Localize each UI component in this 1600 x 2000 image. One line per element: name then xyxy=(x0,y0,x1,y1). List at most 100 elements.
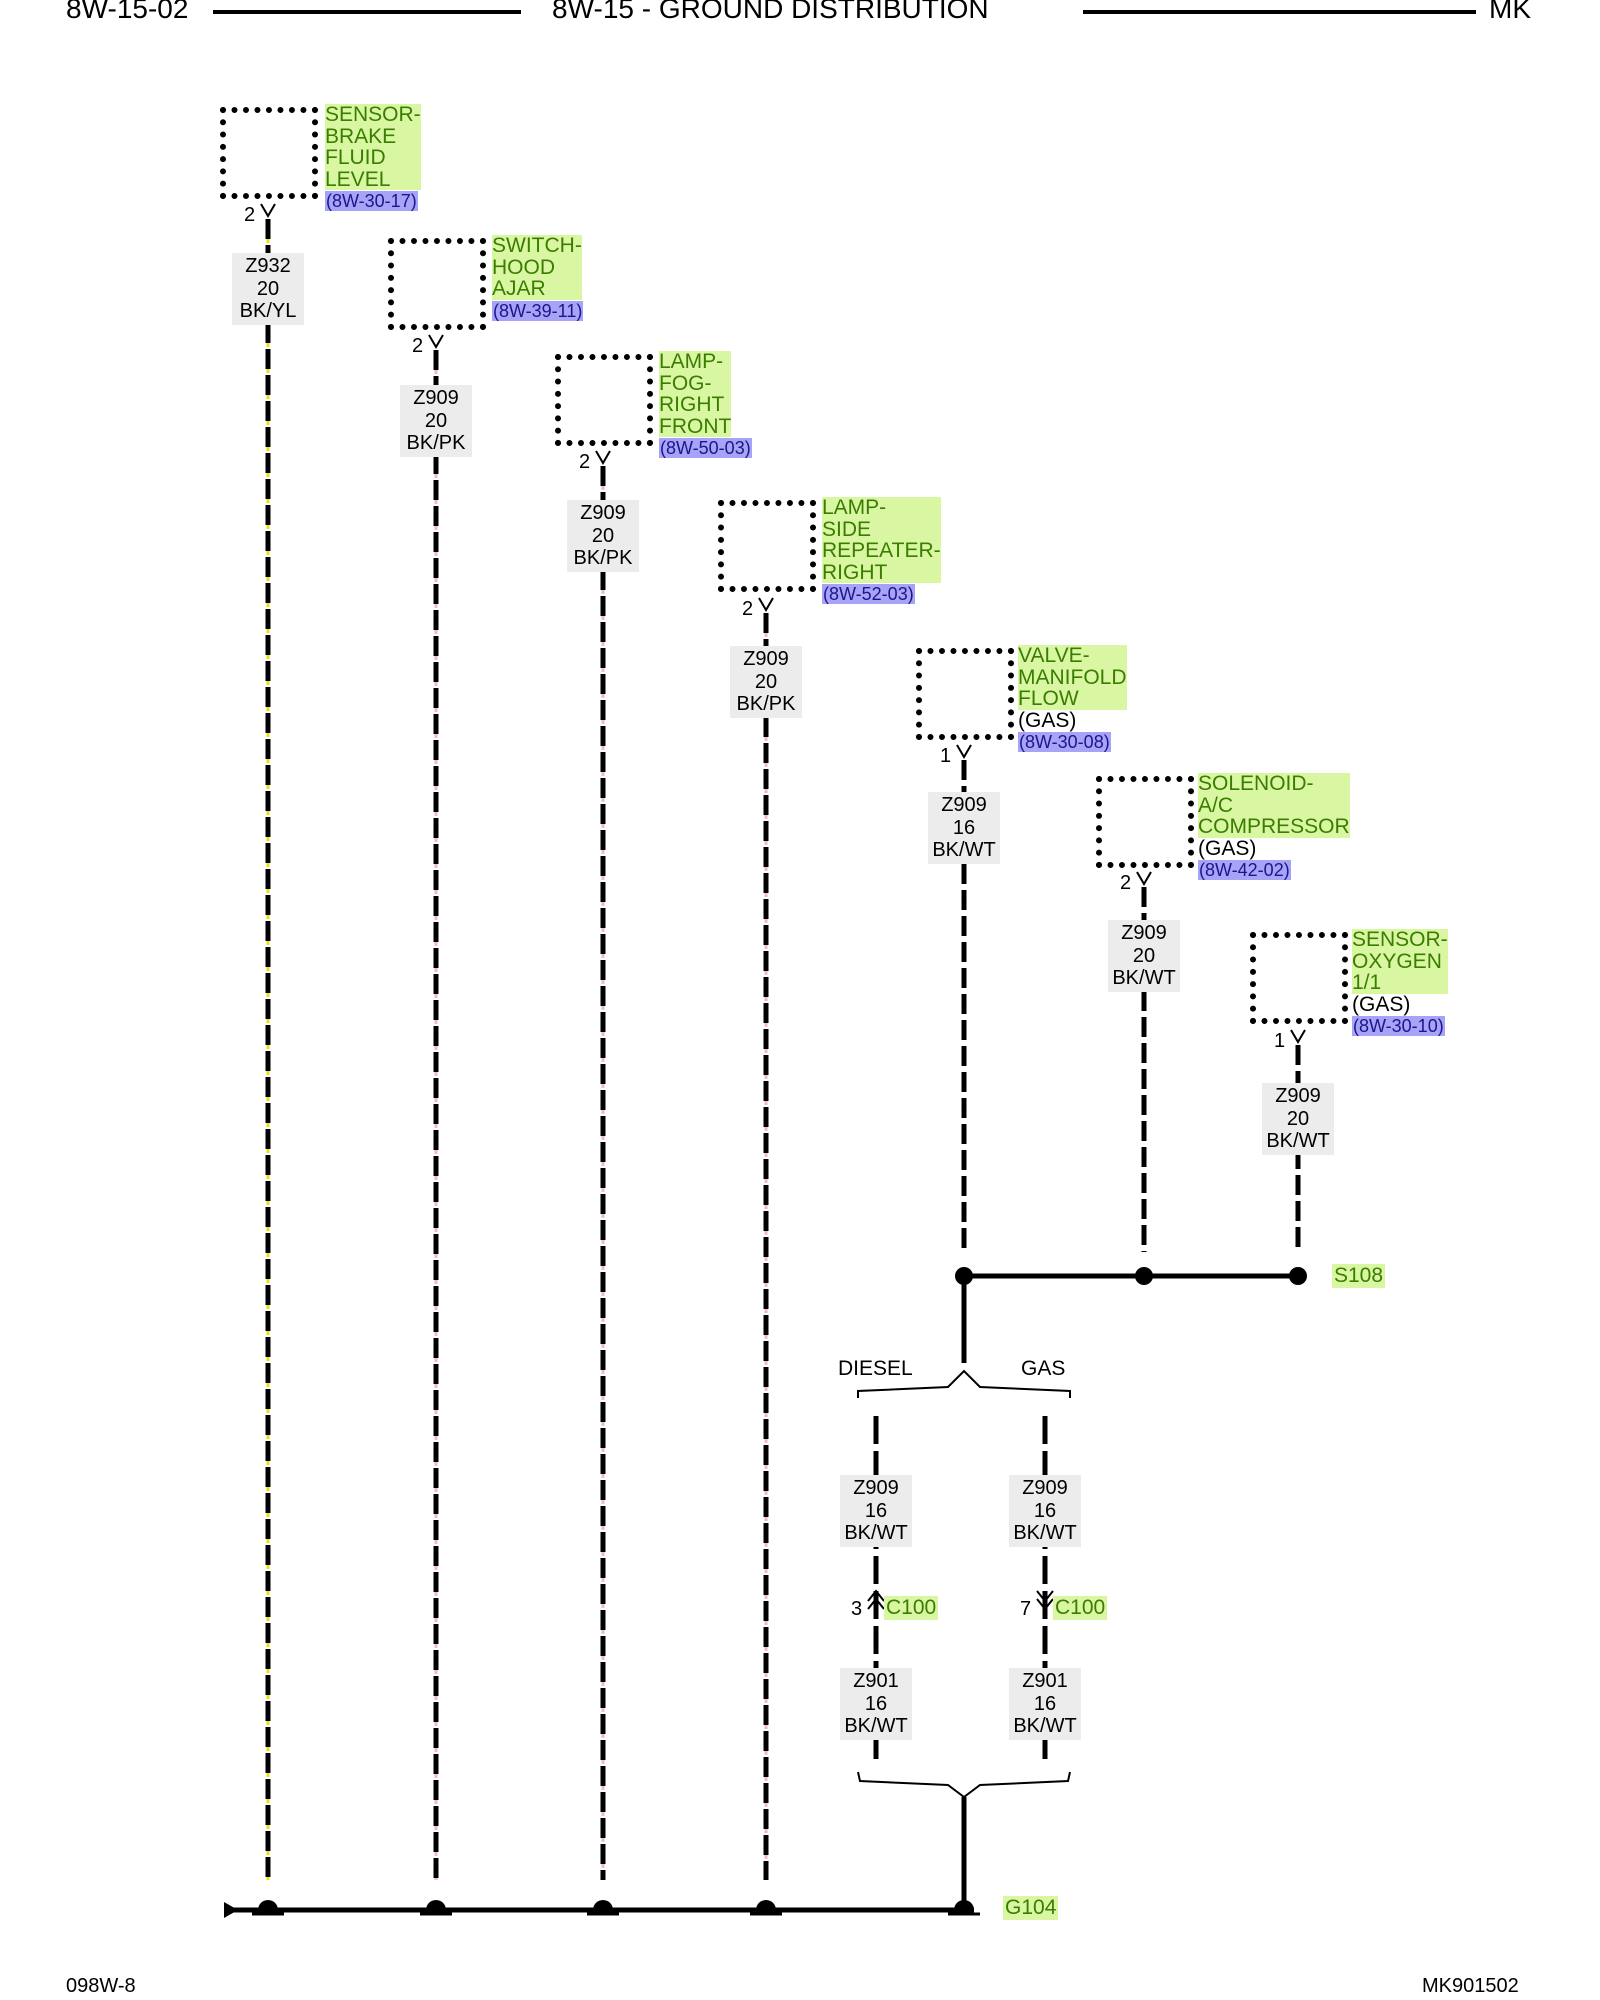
wire-label-line: BK/YL xyxy=(239,300,297,322)
connector-female-symbol xyxy=(867,1589,885,1610)
component-name-line: REPEATER- xyxy=(822,539,941,562)
component-name-line: VALVE- xyxy=(1018,644,1090,667)
component-note: (GAS) xyxy=(1198,836,1257,860)
component-name-line: HOOD xyxy=(492,255,555,279)
pin-number: 2 xyxy=(244,204,256,226)
ground-node xyxy=(426,1900,446,1910)
component-box[interactable] xyxy=(718,500,816,592)
connector-label: C100 xyxy=(884,1596,939,1620)
wire-label-line: 20 xyxy=(1286,1107,1310,1130)
wire-label-line: Z909 xyxy=(1121,922,1167,944)
pin-symbol xyxy=(428,334,444,349)
option-brace-bottom xyxy=(857,1771,1071,1799)
component-box[interactable] xyxy=(1096,776,1194,868)
connector-pin: 3 xyxy=(851,1598,863,1620)
ground-node xyxy=(954,1900,974,1910)
component-name-line: LAMP- xyxy=(822,496,887,519)
pin-number: 2 xyxy=(412,335,424,357)
component-name-line: SENSOR- xyxy=(1352,928,1448,951)
pin-symbol xyxy=(758,597,774,612)
wire-label-line: Z909 xyxy=(580,502,626,524)
pin-number: 2 xyxy=(742,598,754,620)
component-name-line: BRAKE xyxy=(325,124,397,148)
ground-node xyxy=(756,1900,776,1910)
wire-label-line: Z909 xyxy=(413,387,459,409)
component-note: (GAS) xyxy=(1018,708,1077,732)
connector-label: C100 xyxy=(1053,1596,1108,1620)
pin-symbol xyxy=(260,203,276,218)
wire-label-line: 20 xyxy=(1132,944,1156,967)
footer-right-code: MK901502 xyxy=(1422,1975,1519,1997)
page-reference-link[interactable]: (8W-52-03) xyxy=(822,584,915,604)
wire-label-line: 20 xyxy=(424,409,448,432)
pin-symbol xyxy=(595,450,611,465)
pin-number: 1 xyxy=(940,745,952,767)
wire-label-line: 20 xyxy=(754,670,778,693)
connector-male-symbol xyxy=(1036,1590,1054,1611)
page-id: 8W-15-02 xyxy=(66,0,189,24)
wire-label-line: BK/WT xyxy=(932,839,996,861)
page-reference-link[interactable]: (8W-30-17) xyxy=(325,191,418,211)
page-title: 8W-15 - GROUND DISTRIBUTION xyxy=(552,0,989,24)
splice-node xyxy=(1289,1267,1307,1285)
wire-label-line: BK/PK xyxy=(406,432,466,454)
option-brace-top xyxy=(857,1369,1071,1398)
wire-label-line: BK/PK xyxy=(736,693,796,715)
pin-symbol xyxy=(1290,1029,1306,1044)
footer-left-code: 098W-8 xyxy=(66,1975,136,1997)
wire-label-line: Z909 xyxy=(941,794,987,816)
component-name-line: LAMP- xyxy=(659,350,724,373)
component-box[interactable] xyxy=(388,238,486,330)
wire-label-line: 16 xyxy=(952,816,976,839)
component-name-line: SENSOR- xyxy=(325,103,421,126)
page-reference-link[interactable]: (8W-39-11) xyxy=(492,300,584,321)
pin-symbol xyxy=(1136,871,1152,886)
component-box[interactable] xyxy=(220,107,318,199)
component-box[interactable] xyxy=(555,354,653,446)
wire-label-line: Z909 xyxy=(743,648,789,670)
component-box[interactable] xyxy=(916,648,1014,740)
page-reference-link[interactable]: (8W-50-03) xyxy=(659,438,752,458)
component-name-line: FOG- xyxy=(659,371,712,395)
component-name-line: MANIFOLD xyxy=(1018,665,1127,689)
pin-number: 2 xyxy=(579,451,591,473)
page-reference-link[interactable]: (8W-30-08) xyxy=(1018,732,1111,752)
model-code: MK xyxy=(1489,0,1531,24)
component-name-line: AJAR xyxy=(492,277,546,300)
component-name-line: FLUID xyxy=(325,146,386,169)
component-name-line: A/C xyxy=(1198,793,1234,817)
wire-label-line: Z909 xyxy=(1275,1085,1321,1107)
component-name-line: SWITCH- xyxy=(492,234,582,257)
bus-continuation-arrow xyxy=(224,1902,238,1918)
component-box[interactable] xyxy=(1250,932,1348,1024)
component-name-line: OXYGEN xyxy=(1352,949,1442,973)
component-name-line: 1/1 xyxy=(1352,971,1382,994)
splice-node xyxy=(1135,1267,1153,1285)
page-reference-link[interactable]: (8W-42-02) xyxy=(1198,860,1291,880)
page-reference-link[interactable]: (8W-30-10) xyxy=(1352,1016,1445,1036)
pin-number: 2 xyxy=(1120,872,1132,894)
ground-label: G104 xyxy=(1003,1896,1059,1920)
ground-node xyxy=(593,1900,613,1910)
component-note: (GAS) xyxy=(1352,992,1411,1016)
